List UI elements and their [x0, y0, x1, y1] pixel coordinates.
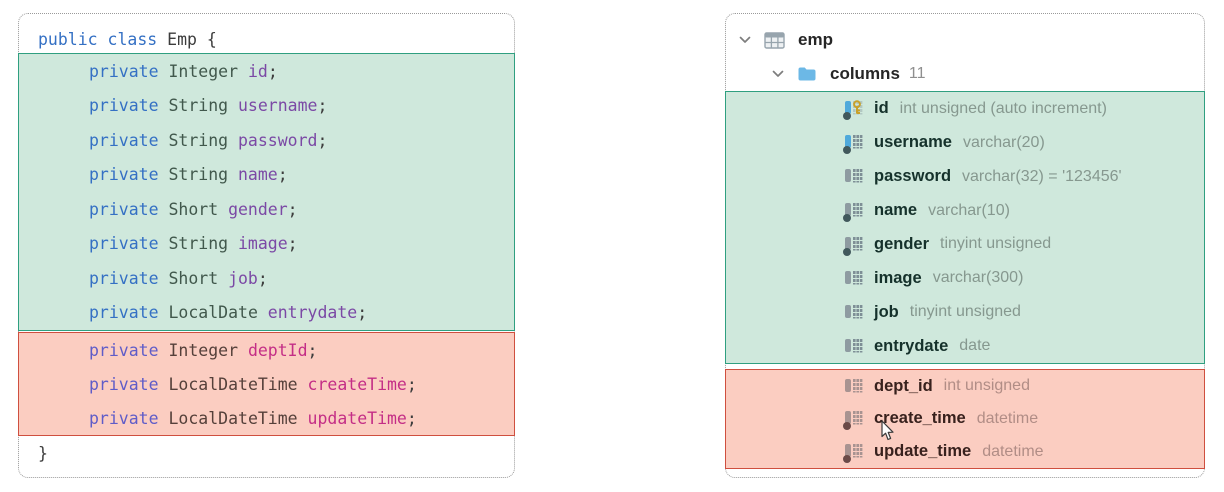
column-icon — [843, 134, 863, 155]
index-marker — [845, 135, 851, 149]
column-icon — [844, 168, 863, 185]
column-row-username[interactable]: username varchar(20) — [726, 126, 1204, 160]
column-row-update-time[interactable]: update_time datetime — [726, 435, 1204, 468]
green-highlight-block: id int unsigned (auto increment) usernam… — [725, 91, 1205, 364]
column-icon — [843, 202, 863, 223]
column-icon — [843, 443, 863, 464]
column-row-create-time[interactable]: create_time datetime — [726, 403, 1204, 436]
column-icon — [844, 270, 863, 287]
column-row-gender[interactable]: gender tinyint unsigned — [726, 228, 1204, 262]
column-row-password[interactable]: password varchar(32) = '123456' — [726, 160, 1204, 194]
not-null-dot — [843, 112, 851, 121]
columns-count-badge: 11 — [908, 65, 926, 82]
column-row-dept-id[interactable]: dept_id int unsigned — [726, 370, 1204, 403]
mouse-cursor — [881, 420, 894, 441]
closing-brace: } — [38, 443, 48, 463]
table-name-label: emp — [798, 30, 833, 49]
class-declaration: public class Emp { — [38, 24, 217, 54]
primary-key-icon — [853, 100, 861, 115]
not-null-dot — [843, 214, 851, 223]
not-null-dot — [843, 146, 851, 155]
tree-node-columns-folder[interactable]: columns 11 — [771, 57, 926, 91]
tree-node-emp-table[interactable]: emp — [738, 23, 833, 57]
column-row-image[interactable]: image varchar(300) — [726, 261, 1204, 295]
not-null-dot — [843, 455, 851, 464]
column-row-name[interactable]: name varchar(10) — [726, 194, 1204, 228]
database-tree-panel: emp columns 11 id int unsigned (auto — [725, 13, 1205, 478]
class-keywords: public class — [38, 29, 158, 49]
column-icon — [844, 338, 863, 355]
folder-icon — [798, 67, 816, 81]
column-row-job[interactable]: job tinyint unsigned — [726, 295, 1204, 329]
chevron-down-icon[interactable] — [771, 67, 785, 81]
class-name: Emp { — [167, 29, 217, 49]
column-icon — [844, 378, 863, 395]
column-row-entrydate[interactable]: entrydate date — [726, 329, 1204, 363]
not-null-dot — [843, 422, 851, 431]
chevron-down-icon[interactable] — [738, 33, 752, 47]
column-icon — [843, 100, 863, 121]
column-icon — [843, 236, 863, 256]
column-row-id[interactable]: id int unsigned (auto increment) — [726, 92, 1204, 126]
table-icon — [764, 31, 785, 49]
red-highlight-block: dept_id int unsigned create_time datetim… — [725, 369, 1205, 469]
not-null-dot — [843, 247, 851, 256]
columns-folder-label: columns — [830, 64, 900, 83]
index-marker — [845, 101, 851, 115]
column-icon — [844, 304, 863, 321]
column-icon — [843, 410, 863, 431]
